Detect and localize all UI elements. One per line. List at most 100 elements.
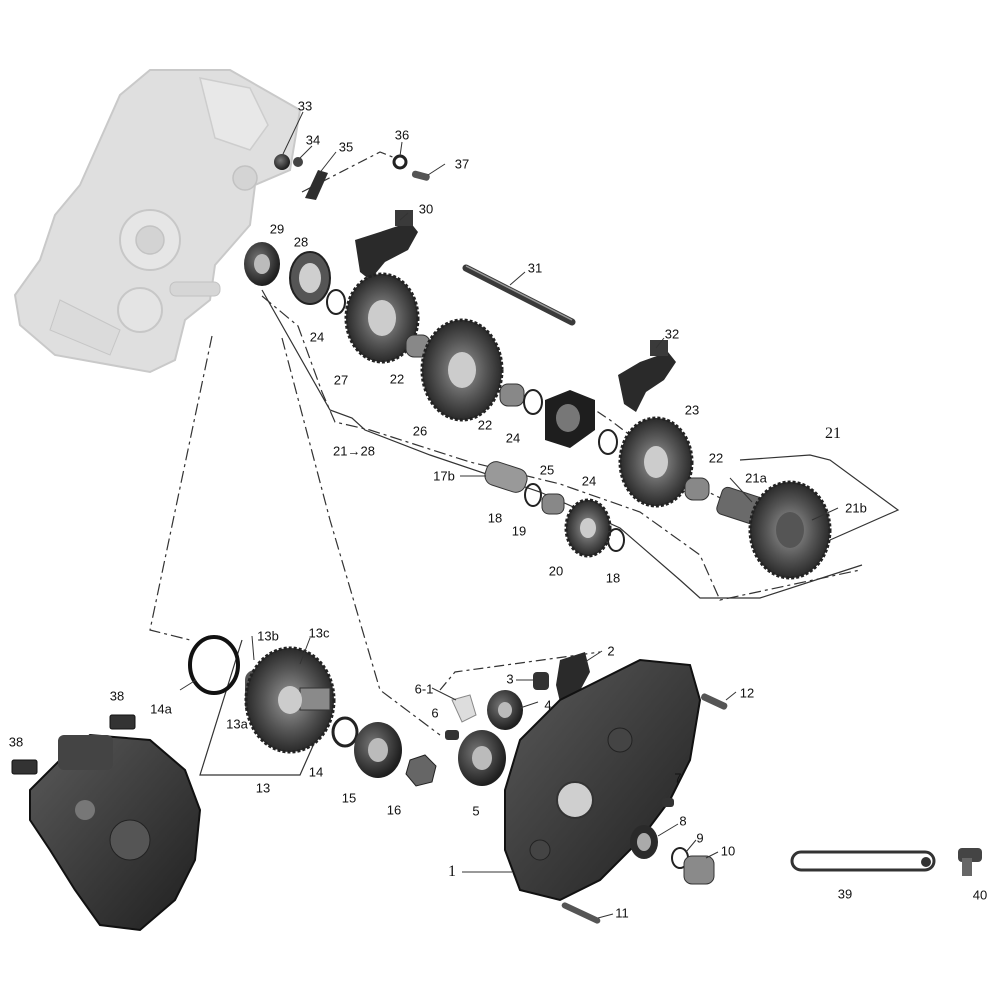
- callout-21a: 21a: [745, 470, 767, 486]
- part-4-bearing: [487, 690, 523, 730]
- callout-14: 14: [308, 764, 324, 780]
- callout-13c: 13c: [308, 625, 330, 641]
- part-23-gear: [618, 416, 694, 508]
- callout-10: 10: [720, 843, 736, 859]
- callout-18-b: 18: [605, 570, 621, 586]
- callout-36: 36: [394, 127, 410, 143]
- part-2-lock-plate: [556, 652, 590, 702]
- part-10-bushing: [683, 855, 715, 885]
- part-18-washer-a: [524, 483, 542, 507]
- part-26-gear: [420, 318, 504, 422]
- part-34-washer: [293, 157, 303, 167]
- callout-11: 11: [615, 905, 629, 921]
- callout-13: 13: [255, 780, 271, 796]
- callout-15: 15: [341, 790, 357, 806]
- part-24-circlip-b: [523, 389, 543, 415]
- callout-24-a: 24: [309, 329, 325, 345]
- part-24-circlip-c: [598, 429, 618, 455]
- callout-21-to-28: 21→28: [333, 443, 375, 459]
- part-22-needle-bearing-c: [684, 477, 710, 501]
- callout-7: 7: [674, 770, 682, 786]
- part-18-washer-b: [607, 528, 625, 552]
- part-38-bearing-shell-a: [109, 714, 136, 730]
- part-13-gear-assembly: [244, 646, 336, 754]
- callout-24-b: 24: [505, 430, 521, 446]
- part-7-bolt: [662, 798, 674, 807]
- callout-40: 40: [972, 887, 988, 903]
- part-20-gear: [564, 498, 612, 558]
- callout-29: 29: [269, 221, 285, 237]
- callout-8: 8: [679, 813, 687, 829]
- callout-13b: 13b: [257, 628, 279, 644]
- part-33-seal: [274, 154, 290, 170]
- callout-24-c: 24: [581, 473, 597, 489]
- callout-4: 4: [544, 697, 552, 713]
- callout-5: 5: [472, 803, 480, 819]
- part-25-sliding-hub: [545, 390, 595, 448]
- part-8-seal: [630, 825, 658, 859]
- callout-33: 33: [297, 98, 313, 114]
- callout-23: 23: [684, 402, 700, 418]
- callout-16: 16: [386, 802, 402, 818]
- part-1-transmission-cover: [504, 658, 702, 902]
- part-16-nut: [405, 754, 437, 787]
- part-31-shift-rail: [462, 264, 576, 326]
- part-12-bolt: [701, 693, 728, 710]
- callout-26: 26: [412, 423, 428, 439]
- callout-12: 12: [739, 685, 755, 701]
- callout-25: 25: [539, 462, 555, 478]
- part-37-bolt: [411, 170, 430, 181]
- part-11-bolt: [561, 902, 601, 924]
- part-39-strap: [790, 850, 936, 872]
- part-22-needle-bearing-b: [499, 383, 525, 407]
- callout-21: 21: [825, 425, 841, 442]
- lower-crankcase: [29, 733, 202, 932]
- callout-39: 39: [837, 886, 853, 902]
- callout-13a: 13a: [226, 716, 248, 732]
- callout-34: 34: [305, 132, 321, 148]
- callout-1: 1: [448, 863, 456, 880]
- part-24-circlip-a: [326, 289, 346, 315]
- part-19-bushing: [541, 493, 565, 515]
- callout-35: 35: [338, 139, 354, 155]
- part-38-bearing-shell-b: [11, 759, 38, 775]
- callout-2: 2: [607, 643, 615, 659]
- callout-27: 27: [333, 372, 349, 388]
- part-6-screw: [445, 730, 459, 740]
- callout-21b: 21b: [845, 500, 867, 516]
- callout-9: 9: [696, 830, 704, 846]
- callout-31: 31: [527, 260, 543, 276]
- callout-22-c: 22: [708, 450, 724, 466]
- part-32-shift-fork: [618, 340, 676, 412]
- part-40-bolt: [958, 848, 982, 876]
- callout-38-a: 38: [109, 688, 125, 704]
- part-14-circlip: [331, 716, 359, 748]
- callout-28: 28: [293, 234, 309, 250]
- callout-18-a: 18: [487, 510, 503, 526]
- callout-17b: 17b: [433, 468, 455, 484]
- callout-37: 37: [454, 156, 470, 172]
- part-29-bearing: [244, 242, 280, 286]
- callout-30: 30: [418, 201, 434, 217]
- callout-6: 6: [431, 705, 439, 721]
- callout-6-1: 6-1: [414, 681, 434, 697]
- callout-22-a: 22: [389, 371, 405, 387]
- callout-22-b: 22: [477, 417, 493, 433]
- callout-20: 20: [548, 563, 564, 579]
- part-17b-sleeve: [484, 461, 528, 493]
- part-28-sleeve: [289, 251, 331, 305]
- part-3-plug: [533, 672, 549, 690]
- part-27-gear: [344, 272, 420, 364]
- part-21-output-shaft: [716, 480, 832, 580]
- part-30-shift-fork: [355, 210, 418, 280]
- part-14a-oring: [188, 635, 240, 695]
- callout-19: 19: [511, 523, 527, 539]
- callout-32: 32: [664, 326, 680, 342]
- ghost-crankcase: [13, 69, 302, 374]
- part-5-bearing: [458, 730, 506, 786]
- leader-lines: [179, 111, 839, 919]
- part-35-lever: [305, 170, 328, 200]
- callout-38-b: 38: [8, 734, 24, 750]
